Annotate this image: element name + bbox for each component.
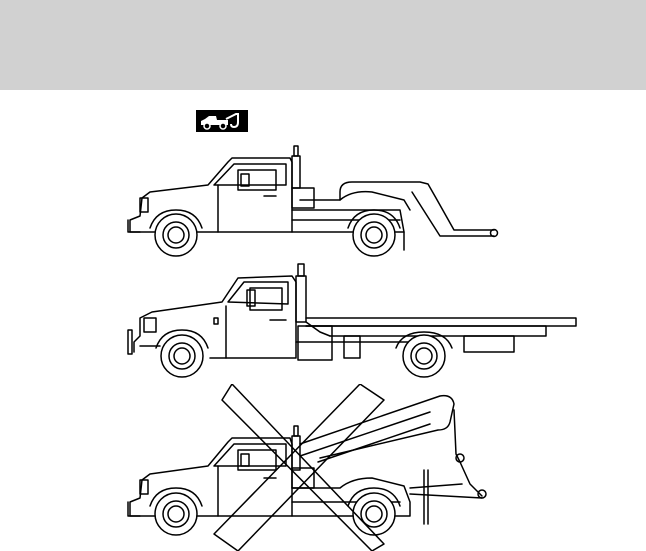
wheel-lift-truck-illustration: [0, 140, 646, 260]
header-band: [0, 0, 646, 90]
sling-truck-illustration: [0, 384, 646, 551]
tow-truck-icon: [196, 110, 248, 132]
flatbed-truck-illustration: [0, 262, 646, 384]
